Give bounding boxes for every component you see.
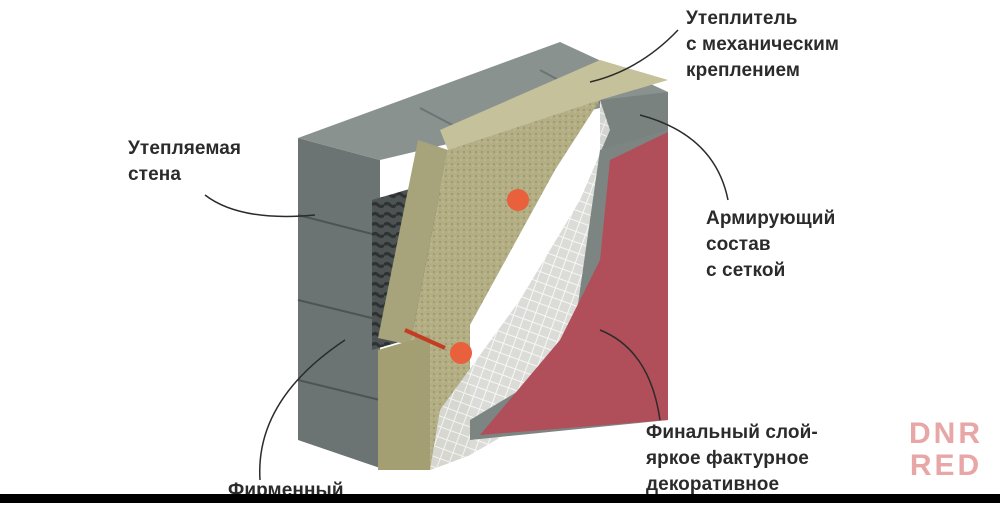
bottom-bar <box>0 494 1000 503</box>
label-insulation: Утеплитель с механическим креплением <box>686 8 840 81</box>
leader-wall <box>204 194 316 218</box>
dowel-lower <box>450 342 472 364</box>
leader-final <box>599 329 661 421</box>
watermark-logo: DNR RED <box>909 417 983 482</box>
leader-reinforcing <box>639 114 729 201</box>
label-wall: Утепляемая стена <box>128 138 242 185</box>
label-final: Финальный слой- яркое фактурное декорати… <box>646 422 818 495</box>
decorative-finish-layer <box>480 132 668 435</box>
leader-insulation <box>589 29 679 83</box>
leader-lines <box>204 29 729 481</box>
label-reinforcing: Армирующий состав с сеткой <box>706 208 836 281</box>
insulation-board-upper-front <box>378 140 448 345</box>
dowel-upper <box>507 189 529 211</box>
insulation-board-lower <box>378 335 430 470</box>
leader-branded <box>259 339 346 481</box>
decorative-finish <box>470 130 668 440</box>
